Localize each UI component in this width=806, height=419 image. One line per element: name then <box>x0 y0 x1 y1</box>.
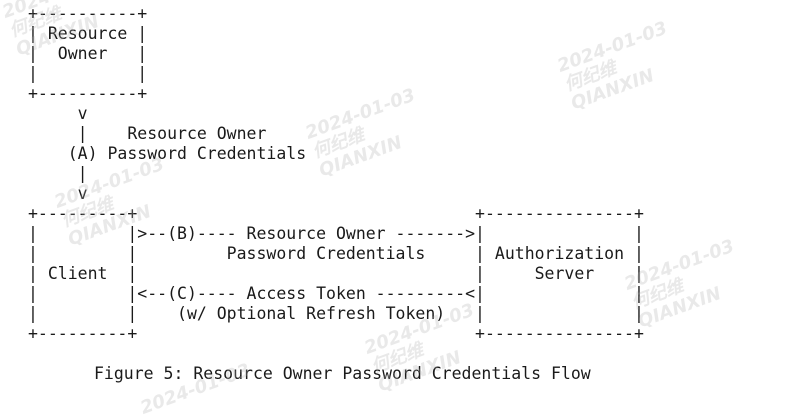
watermark-org: QIANXIN <box>635 283 724 333</box>
diagram-line-16: | | (w/ Optional Refresh Token) | | <box>28 304 644 323</box>
figure-caption: Figure 5: Resource Owner Password Creden… <box>94 364 591 383</box>
watermark-date: 2024-01-03 <box>302 84 419 144</box>
diagram-line-8: (A) Password Credentials <box>28 144 307 163</box>
diagram-line-7: | Resource Owner <box>28 124 267 143</box>
watermark-tile-2: 2024-01-03 何纪维 QIANXIN <box>554 17 684 115</box>
diagram-line-4: | | <box>28 64 148 83</box>
diagram-line-5: +----------+ <box>28 84 148 103</box>
diagram-line-11: +---------+ +---------------+ <box>28 204 644 223</box>
diagram-line-14: | Client | | Server | <box>28 264 644 283</box>
diagram-line-15: | |<--(C)---- Access Token ---------<| | <box>28 284 644 303</box>
watermark-org: QIANXIN <box>316 132 405 182</box>
watermark-name: 何纪维 <box>309 124 368 163</box>
watermark-tile-3: 2024-01-03 何纪维 QIANXIN <box>302 84 432 182</box>
diagram-line-2: | Resource | <box>28 24 148 43</box>
watermark-org: QIANXIN <box>568 65 657 115</box>
diagram-line-6: v <box>28 104 88 123</box>
watermark-name: 何纪维 <box>561 57 620 96</box>
watermark-date: 2024-01-03 <box>554 17 671 77</box>
diagram-line-1: +----------+ <box>28 4 148 23</box>
diagram-line-13: | | Password Credentials | Authorization… <box>28 244 644 263</box>
diagram-line-12: | |>--(B)---- Resource Owner ------->| | <box>28 224 644 243</box>
diagram-line-10: v <box>28 184 88 203</box>
diagram-line-3: | Owner | <box>28 44 148 63</box>
diagram-canvas: +----------+ | Resource | | Owner | | | … <box>0 0 737 419</box>
diagram-line-9: | <box>28 164 88 183</box>
diagram-line-17: +---------+ +---------------+ <box>28 324 644 343</box>
